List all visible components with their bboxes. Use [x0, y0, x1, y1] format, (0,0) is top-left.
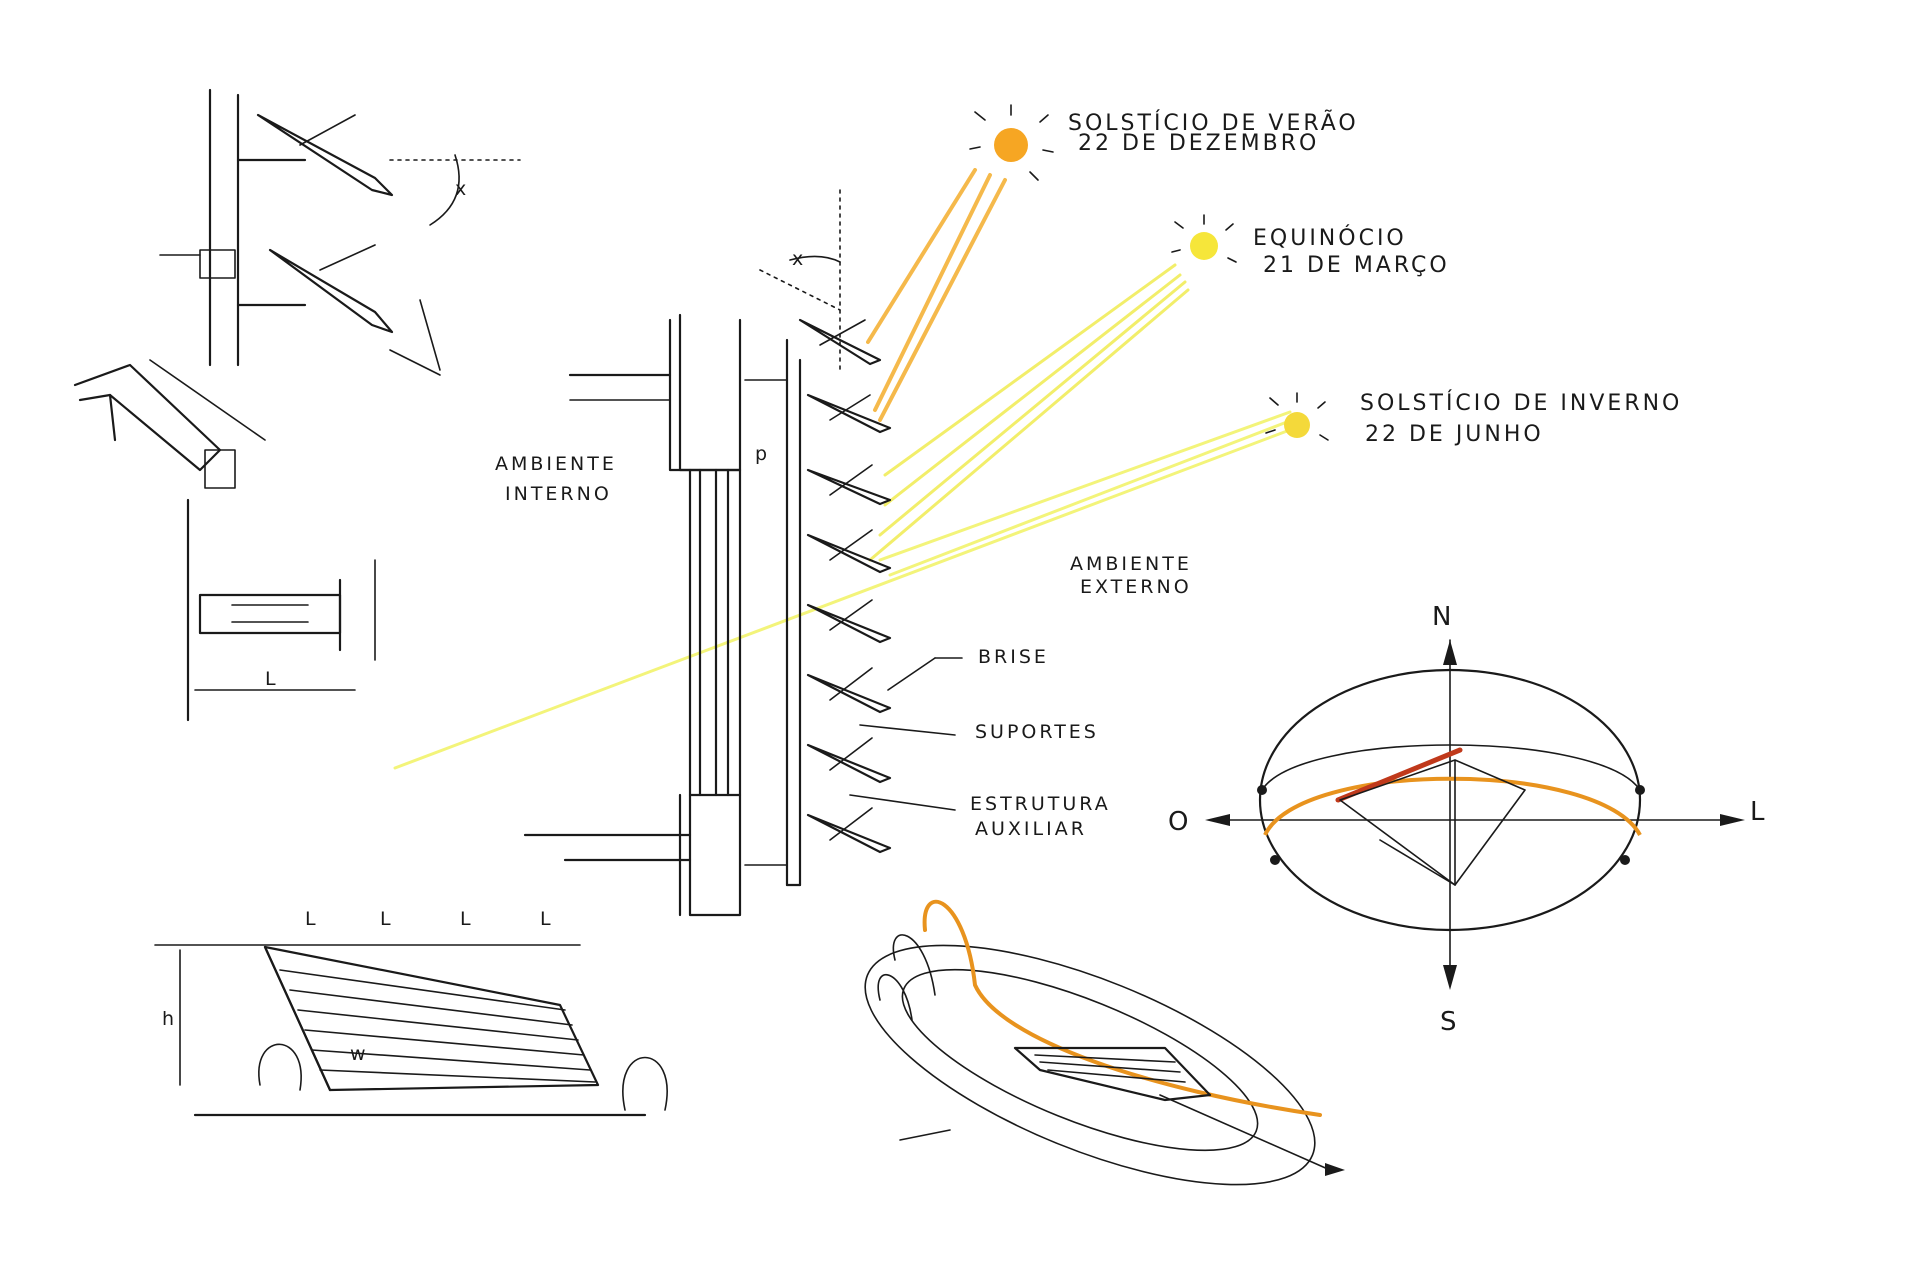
interior-zone-label-2: INTERNO — [505, 483, 612, 505]
spacing-p-label: p — [755, 443, 770, 465]
summer-solstice-label: SOLSTÍCIO DE VERÃO 22 DE DEZEMBRO — [1068, 109, 1359, 156]
sun-summer-icon — [969, 104, 1054, 181]
sun-equinox-icon — [1171, 214, 1237, 263]
summer-solstice-title: SOLSTÍCIO DE VERÃO — [1068, 109, 1359, 136]
compass-east-label: L — [1750, 797, 1768, 827]
elevation-height-h-label: h — [162, 1008, 177, 1030]
compass-south-label: S — [1440, 1007, 1460, 1037]
winter-solstice-label: SOLSTÍCIO DE INVERNO 22 DE JUNHO — [1360, 390, 1682, 447]
elevation-length-l1-label: L — [305, 908, 319, 930]
support-perspective-detail — [73, 359, 266, 489]
equinox-sun-rays — [868, 263, 1190, 562]
exterior-zone-label-1: AMBIENTE — [1070, 553, 1192, 575]
winter-sun-rays — [393, 410, 1297, 770]
plan-spacing-detail — [186, 498, 376, 722]
angle-x-label: x — [792, 248, 806, 270]
equinox-date: 21 DE MARÇO — [1263, 253, 1450, 278]
east-arrow-icon — [1720, 814, 1745, 826]
detail-angle-x-label: x — [455, 178, 469, 200]
aux-structure-label-2: AUXILIAR — [975, 818, 1087, 840]
building-elevation-sketch — [154, 944, 668, 1117]
compass-west-label: O — [1168, 807, 1191, 837]
summer-sun-rays — [866, 168, 1007, 422]
winter-solstice-title: SOLSTÍCIO DE INVERNO — [1360, 390, 1682, 416]
exterior-zone-label-2: EXTERNO — [1080, 576, 1192, 598]
brise-louvers — [798, 318, 892, 854]
louver-detail-top-left — [159, 88, 521, 376]
elevation-length-l4-label: L — [540, 908, 554, 930]
equinox-title: EQUINÓCIO — [1253, 225, 1407, 251]
callout-leaders — [849, 657, 963, 811]
sun-path-perspective — [864, 899, 1345, 1186]
plan-length-l-label: L — [265, 668, 279, 690]
compass-north-label: N — [1432, 602, 1454, 632]
interior-zone-label-1: AMBIENTE — [495, 453, 617, 475]
solar-dome-compass — [1205, 639, 1745, 990]
aux-structure-label-1: ESTRUTURA — [970, 793, 1111, 815]
winter-solstice-date: 22 DE JUNHO — [1365, 422, 1544, 447]
wall-section-drawing — [523, 189, 841, 917]
brise-label: BRISE — [978, 646, 1049, 668]
west-arrow-icon — [1205, 814, 1230, 826]
south-arrow-icon — [1443, 965, 1457, 990]
north-arrow-icon — [1443, 640, 1457, 665]
supports-label: SUPORTES — [975, 721, 1099, 743]
solar-rays — [393, 168, 1297, 770]
elevation-length-l2-label: L — [380, 908, 394, 930]
equinox-label: EQUINÓCIO 21 DE MARÇO — [1253, 225, 1450, 278]
elevation-width-w-label: w — [350, 1043, 369, 1065]
summer-solstice-date: 22 DE DEZEMBRO — [1078, 131, 1319, 156]
sun-winter-icon — [1265, 392, 1329, 441]
elevation-length-l3-label: L — [460, 908, 474, 930]
